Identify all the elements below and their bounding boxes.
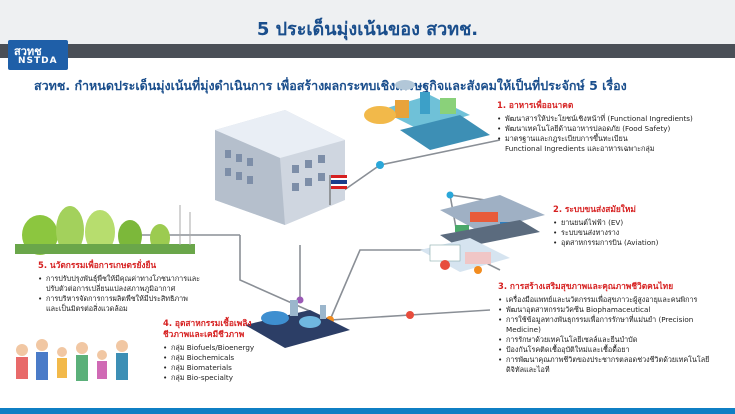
list-item: กลุ่ม Biofuels/Bioenergy	[163, 343, 313, 353]
logo-text-thai: สวทช	[14, 45, 42, 58]
header-band: 5 ประเด็นมุ่งเน้นของ สวทช.	[0, 0, 735, 58]
people-illustration	[16, 339, 128, 381]
list-item: ป้องกันโรคติดเชื้ออุบัติใหม่และเชื้อดื้อ…	[498, 345, 730, 355]
section-bio-title-2: ชีวภาพและเคมีชีวภาพ	[163, 329, 245, 339]
bottom-bar	[0, 408, 735, 414]
food-illustration	[364, 80, 490, 150]
list-item: มาตรฐานและกฎระเบียบการขึ้นทะเบียน Functi…	[497, 134, 727, 154]
agri-illustration	[15, 205, 195, 255]
section-bio-title: 4. อุตสาหกรรมเชื้อเพลิง	[163, 318, 252, 328]
list-item: กลุ่ม Biomaterials	[163, 363, 313, 373]
header-bar	[0, 44, 735, 58]
list-item: การใช้ข้อมูลทางพันธุกรรมเพื่อการรักษาที่…	[498, 315, 730, 335]
nstda-logo: สวทช NSTDA	[8, 40, 68, 70]
nstda-building	[215, 110, 347, 225]
list-item: กลุ่ม Bio-specialty	[163, 373, 313, 383]
section-health-title: 3. การสร้างเสริมสุขภาพและคุณภาพชีวิตคนไท…	[498, 281, 674, 291]
section-food-title: 1. อาหารเพื่ออนาคต	[497, 100, 574, 110]
list-item: อุตสาหกรรมการบิน (Aviation)	[553, 238, 723, 248]
page-title: 5 ประเด็นมุ่งเน้นของ สวทช.	[256, 19, 479, 40]
list-item: พัฒนาอุตสาหกรรมวัคซีน Biophamaceutical	[498, 305, 730, 315]
list-item: การรักษาด้วยเทคโนโลยีเซลล์และยีนบำบัด	[498, 335, 730, 345]
section-agri: 5. นวัตกรรมเพื่อการเกษตรยั่งยืน การปรับป…	[38, 260, 238, 314]
logo-text-nstda: NSTDA	[18, 56, 58, 66]
subtitle: สวทช. กำหนดประเด็นมุ่งเน้นที่มุ่งดำเนินก…	[34, 78, 627, 93]
transport-illustration	[440, 195, 545, 248]
section-transport-title: 2. ระบบขนส่งสมัยใหม่	[553, 204, 636, 214]
list-item: ระบบขนส่งทางราง	[553, 228, 723, 238]
section-bio: 4. อุตสาหกรรมเชื้อเพลิง ชีวภาพและเคมีชีว…	[163, 318, 313, 383]
list-item: การบริหารจัดการการผลิตพืชให้มีประสิทธิภา…	[38, 294, 238, 314]
section-health: 3. การสร้างเสริมสุขภาพและคุณภาพชีวิตคนไท…	[498, 281, 730, 375]
list-item: การพัฒนาคุณภาพชีวิตของประชากรตลอดช่วงชีว…	[498, 355, 730, 375]
list-item: ยานยนต์ไฟฟ้า (EV)	[553, 218, 723, 228]
section-food: 1. อาหารเพื่ออนาคต พัฒนาสารให้ประโยชน์เช…	[497, 100, 727, 154]
list-item: พัฒนาเทคโนโลยีด้านอาหารปลอดภัย (Food Saf…	[497, 124, 727, 134]
section-transport: 2. ระบบขนส่งสมัยใหม่ ยานยนต์ไฟฟ้า (EV) ร…	[553, 204, 723, 248]
bio-illustration	[245, 300, 350, 348]
list-item: พัฒนาสารให้ประโยชน์เชิงหน้าที่ (Function…	[497, 114, 727, 124]
section-agri-title: 5. นวัตกรรมเพื่อการเกษตรยั่งยืน	[38, 260, 157, 270]
list-item: การปรับปรุงพันธุ์พืชให้มีคุณค่าทางโภชนาก…	[38, 274, 238, 294]
health-illustration	[420, 238, 510, 274]
list-item: เครื่องมือแพทย์และนวัตกรรมเพื่อสุขภาวะผู…	[498, 295, 730, 305]
list-item: กลุ่ม Biochemicals	[163, 353, 313, 363]
